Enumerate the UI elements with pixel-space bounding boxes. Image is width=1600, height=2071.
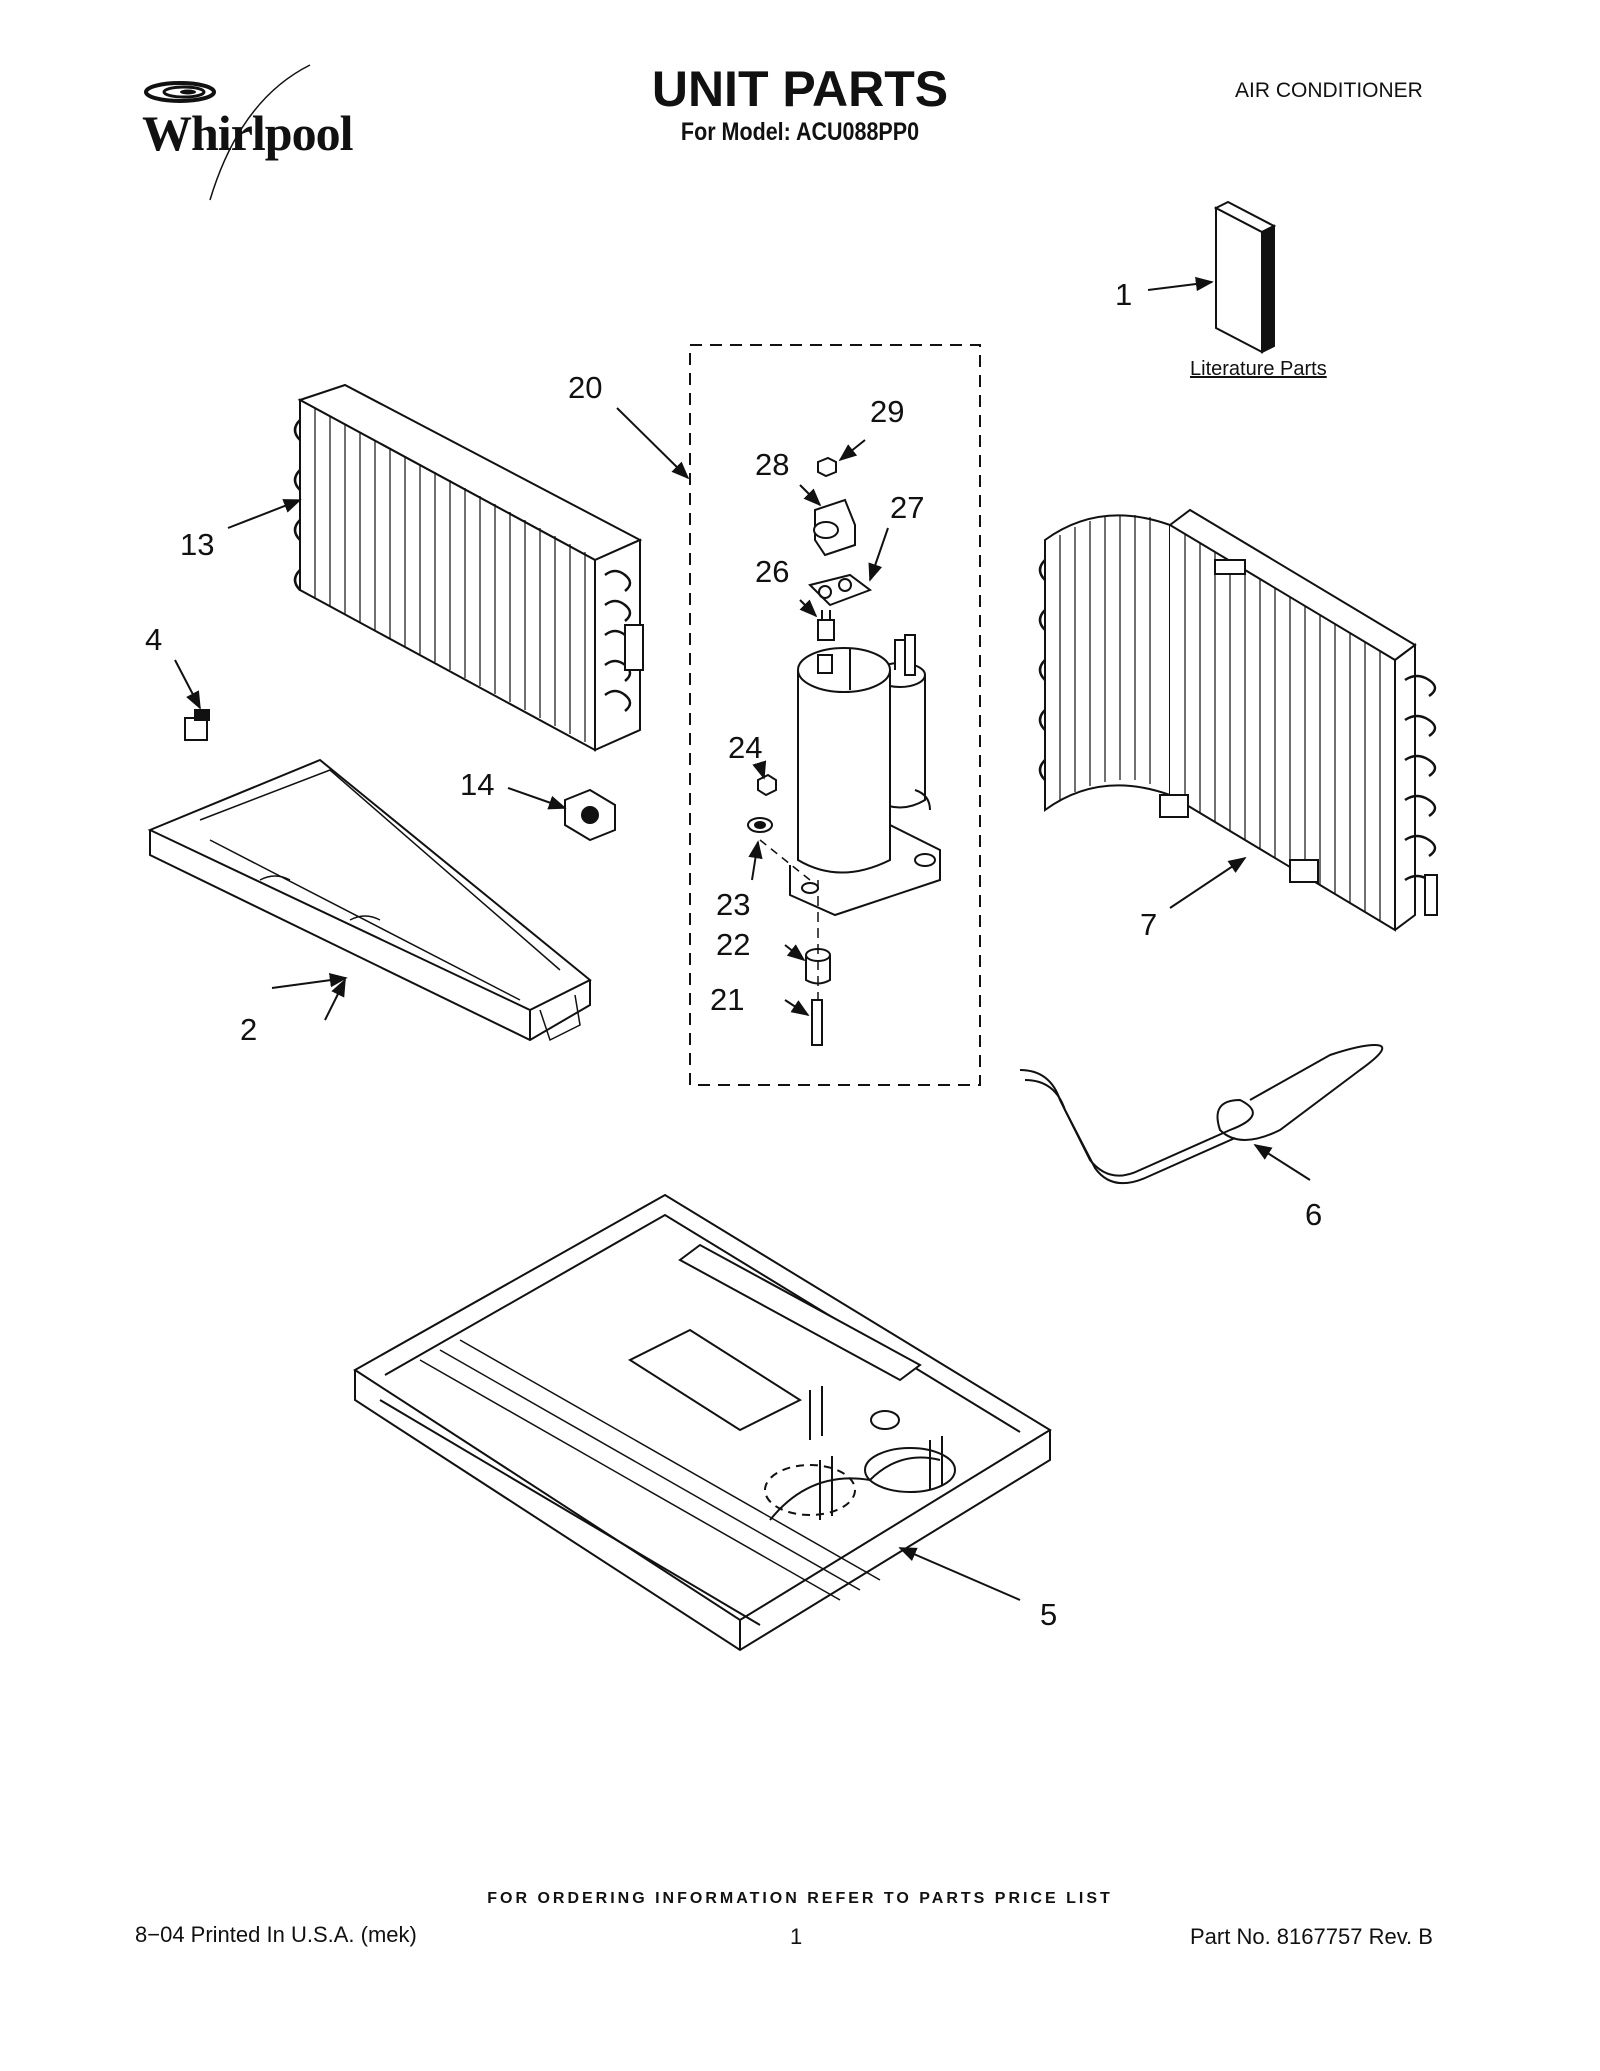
literature-booklet	[1213, 200, 1277, 354]
cover-nut	[817, 456, 837, 478]
callout-28: 28	[755, 447, 789, 482]
callout-7: 7	[1140, 907, 1157, 942]
callout-leaders	[174, 276, 1311, 1601]
callout-13: 13	[180, 527, 214, 562]
callout-27: 27	[890, 490, 924, 525]
mount-bolt	[757, 773, 777, 797]
compressor	[789, 634, 941, 917]
callout-14: 14	[460, 767, 494, 802]
print-info: 8−04 Printed In U.S.A. (mek)	[135, 1922, 417, 1947]
brand-logo: Whirlpool	[120, 60, 380, 210]
callout-24: 24	[728, 730, 762, 765]
condenser-coil	[293, 383, 644, 752]
callout-26: 26	[755, 554, 789, 589]
brand-name: Whirlpool	[142, 105, 353, 161]
small-clip	[184, 709, 210, 741]
model-subtitle: For Model: ACU088PP0	[680, 118, 920, 146]
callout-1: 1	[1115, 277, 1132, 312]
callout-2: 2	[240, 1012, 257, 1047]
callout-5: 5	[1040, 1597, 1057, 1632]
bracket	[564, 788, 616, 842]
callout-23: 23	[716, 887, 750, 922]
mount-sleeve	[811, 999, 823, 1046]
washer-mount-axis	[759, 839, 811, 881]
mount-washer	[747, 817, 773, 833]
chassis-base	[353, 1193, 1052, 1652]
callout-20: 20	[568, 370, 602, 405]
whirlpool-swirl-icon	[144, 64, 311, 201]
evaporator-coil	[1038, 508, 1438, 932]
terminal-plug	[817, 610, 835, 641]
terminal-cover	[813, 498, 856, 557]
callout-6: 6	[1305, 1197, 1322, 1232]
ordering-note: FOR ORDERING INFORMATION REFER TO PARTS …	[487, 1890, 1113, 1907]
literature-parts-label: Literature Parts	[1190, 358, 1327, 380]
callout-4: 4	[145, 622, 162, 657]
appliance-category: AIR CONDITIONER	[1235, 79, 1423, 102]
page-number: 1	[790, 1924, 803, 1949]
callout-22: 22	[716, 927, 750, 962]
compressor-group-box	[689, 344, 981, 1086]
sensor-wire	[1019, 1043, 1384, 1185]
callout-29: 29	[870, 394, 904, 429]
terminal-gasket	[808, 573, 873, 607]
page-title: UNIT PARTS	[651, 61, 949, 117]
callout-21: 21	[710, 982, 744, 1017]
part-number: Part No. 8167757 Rev. B	[1190, 1924, 1433, 1949]
base-pan	[147, 758, 592, 1042]
